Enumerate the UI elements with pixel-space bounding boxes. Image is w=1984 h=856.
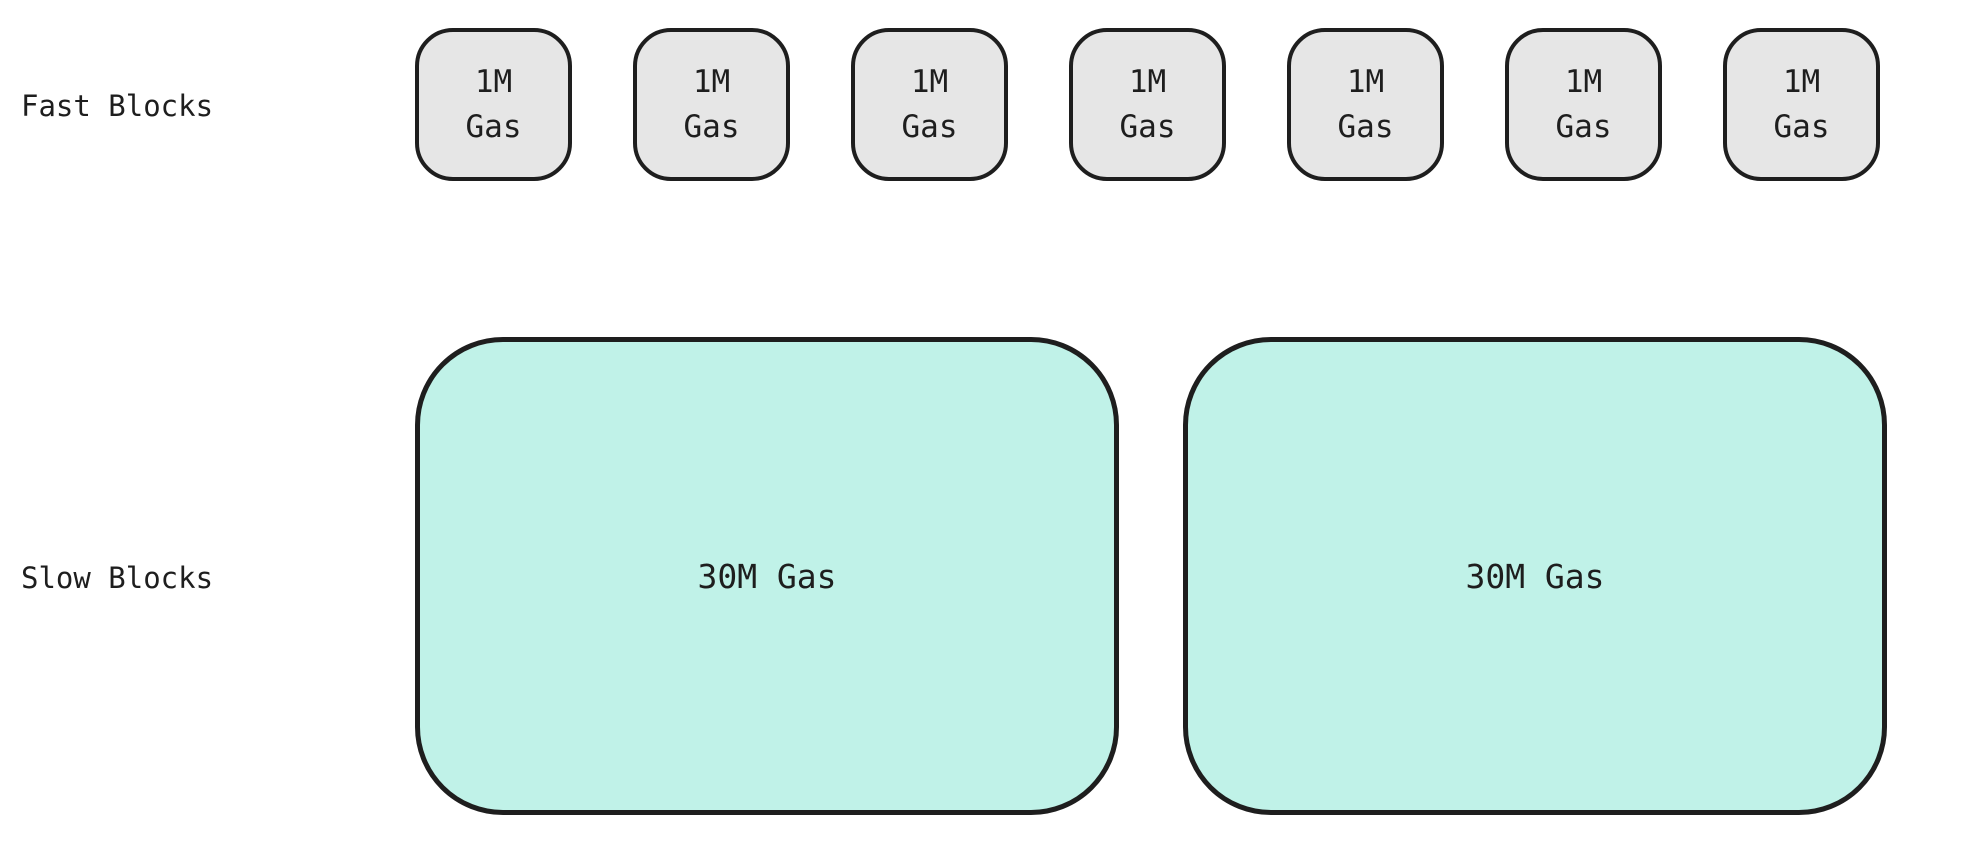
fast-block: 1M Gas <box>415 28 572 181</box>
fast-block: 1M Gas <box>1069 28 1226 181</box>
fast-block: 1M Gas <box>851 28 1008 181</box>
fast-block: 1M Gas <box>1505 28 1662 181</box>
fast-block-label: Gas <box>901 108 958 145</box>
fast-block-label: Gas <box>683 108 740 145</box>
slow-blocks-label: Slow Blocks <box>21 561 214 595</box>
fast-block-label: 1M <box>474 63 513 100</box>
fast-block-label: Gas <box>1773 108 1830 145</box>
fast-block: 1M Gas <box>633 28 790 181</box>
slow-block: 30M Gas <box>415 337 1119 815</box>
fast-block-label: Gas <box>1555 108 1612 145</box>
fast-block-label: 1M <box>692 63 731 100</box>
fast-block: 1M Gas <box>1287 28 1444 181</box>
fast-block-label: 1M <box>910 63 949 100</box>
fast-block-label: 1M <box>1346 63 1385 100</box>
slow-block-label: 30M Gas <box>697 556 837 596</box>
fast-block: 1M Gas <box>1723 28 1880 181</box>
fast-block-label: Gas <box>465 108 522 145</box>
fast-blocks-label: Fast Blocks <box>21 89 214 123</box>
slow-block-label: 30M Gas <box>1465 556 1605 596</box>
slow-blocks-row: 30M Gas 30M Gas <box>415 337 1887 815</box>
fast-block-label: 1M <box>1564 63 1603 100</box>
fast-blocks-row: 1M Gas 1M Gas 1M Gas 1M Gas 1M Gas 1M Gas 1M Gas <box>415 28 1880 181</box>
fast-block-label: Gas <box>1337 108 1394 145</box>
fast-block-label: 1M <box>1128 63 1167 100</box>
slow-block: 30M Gas <box>1183 337 1887 815</box>
fast-block-label: 1M <box>1782 63 1821 100</box>
fast-block-label: Gas <box>1119 108 1176 145</box>
